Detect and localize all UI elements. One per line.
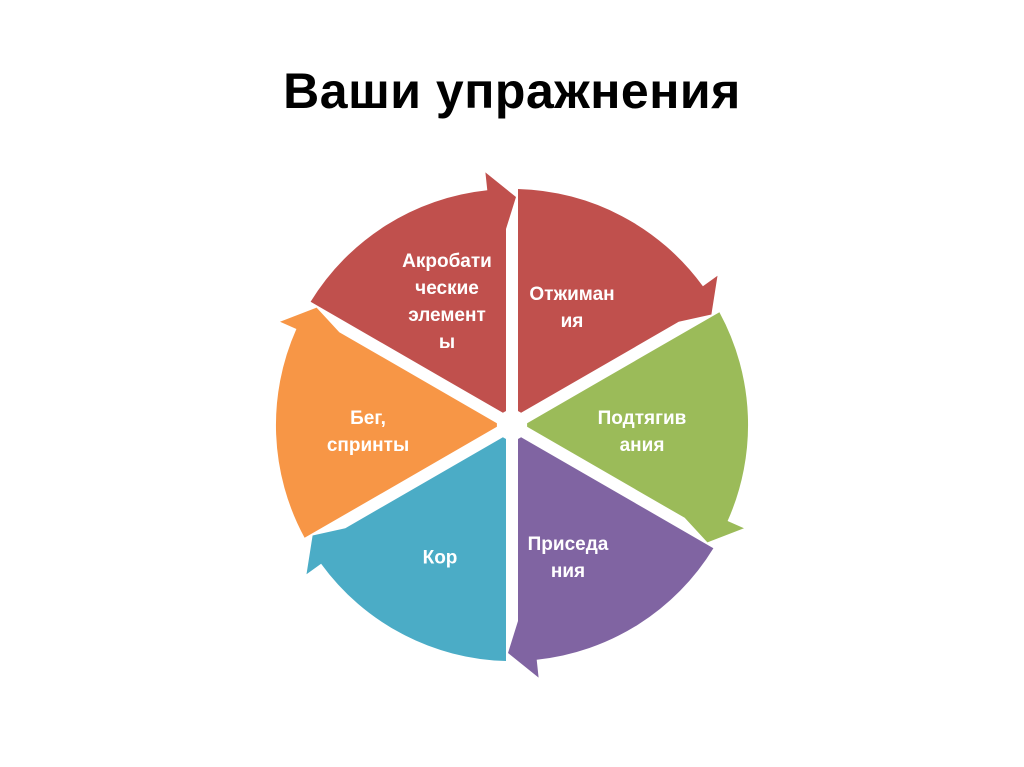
segment-label-kor: Кор <box>422 547 458 569</box>
segment-label-otzhimaniya: Отжиман ия <box>529 284 615 332</box>
segment-label-beg-sprinty: Бег, спринты <box>326 408 410 456</box>
segment-podtyagivaniya <box>527 312 749 543</box>
segment-otzhimaniya <box>518 189 718 413</box>
segment-prisedaniya <box>508 437 714 678</box>
segment-akrobaticheskie <box>310 172 516 413</box>
slide-title: Ваши упражнения <box>283 63 741 119</box>
segment-label-prisedaniya: Приседа ния <box>527 534 609 582</box>
segment-label-podtyagivaniya: Подтягив ания <box>597 408 687 456</box>
segment-beg-sprinty <box>275 307 497 538</box>
segment-kor <box>306 437 506 661</box>
segment-label-akrobaticheskie: Акробати ческие элемент ы <box>402 251 492 353</box>
